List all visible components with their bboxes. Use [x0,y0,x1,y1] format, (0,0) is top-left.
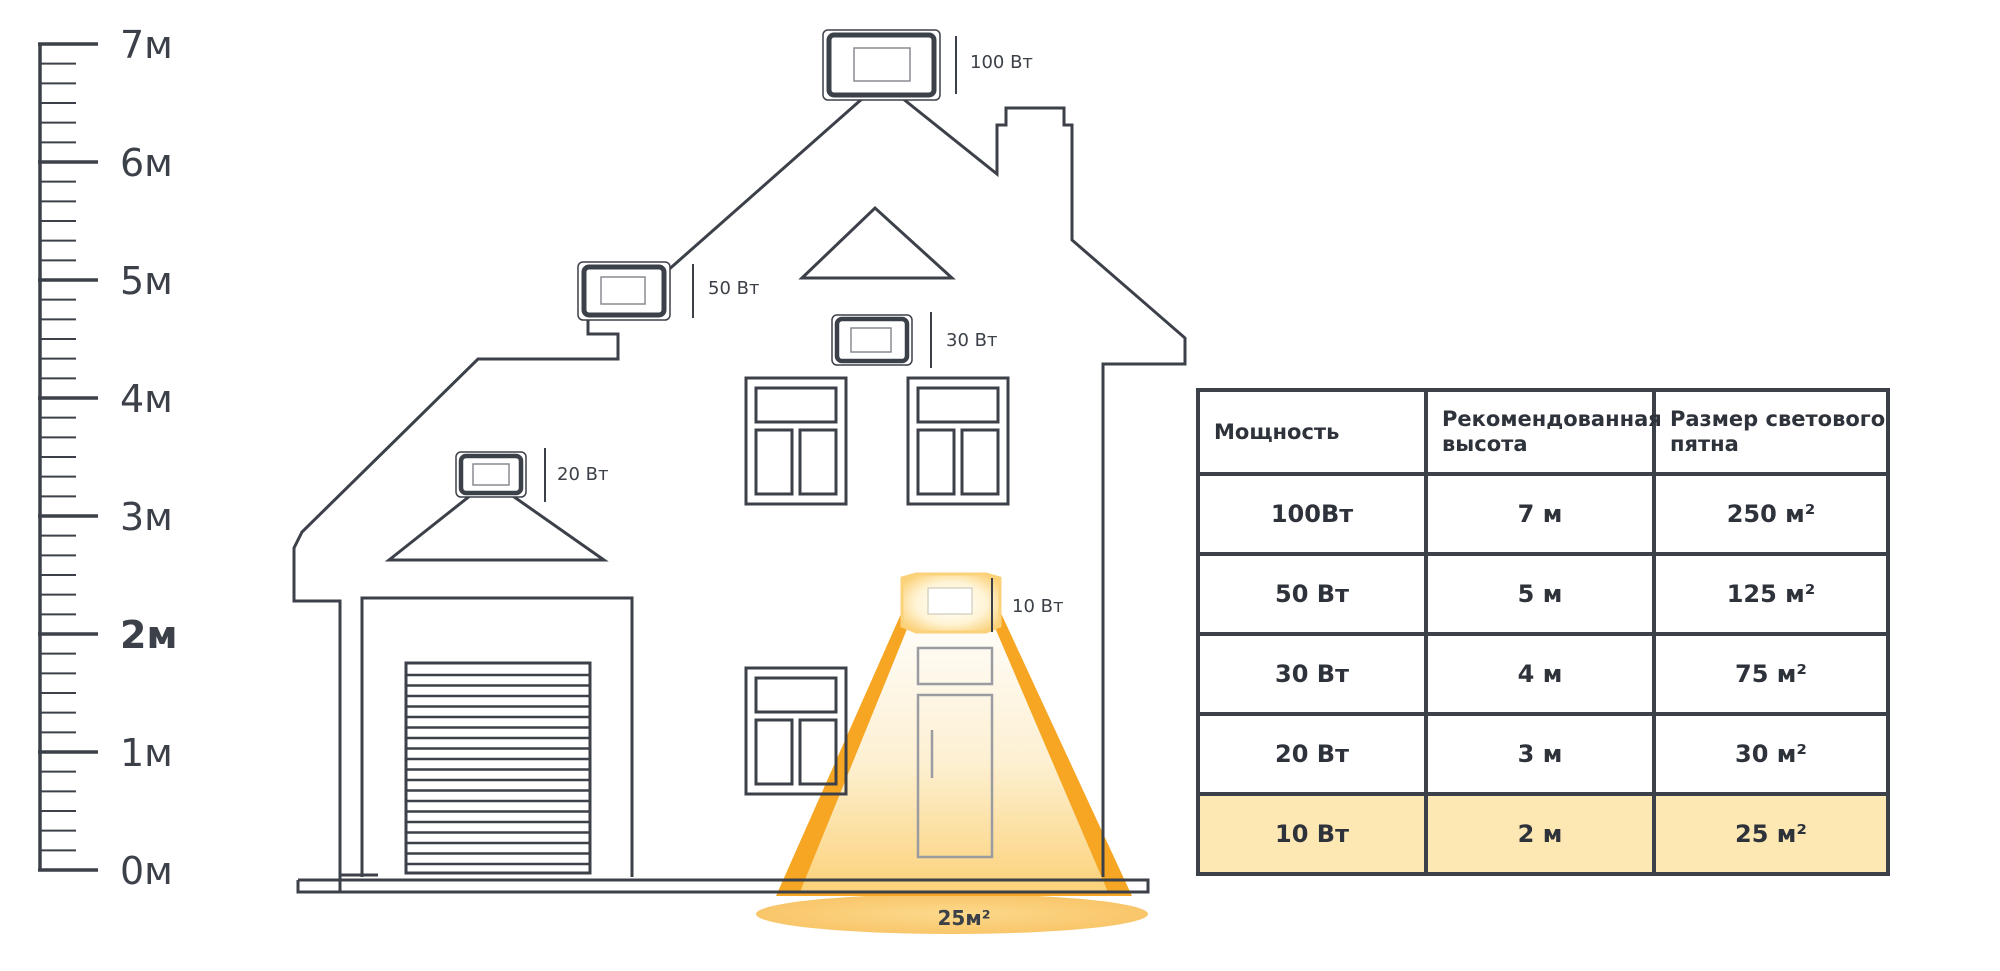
scale-label: 0м [120,849,173,893]
table-row: 20 Вт 3 м 30 м² [1196,712,1890,796]
lamp-label-100w: 100 Вт [970,52,1033,73]
roof-right-chimney [901,96,1187,877]
cell-area: 125 м² [1652,552,1890,636]
ground-line [296,878,1150,894]
scale-label: 2м [120,613,178,657]
height-scale: 7м 6м 5м 4м 3м 2м 1м 0м [38,23,178,893]
entrance-door [916,646,994,859]
scale-label: 5м [120,259,173,303]
table-row: 30 Вт 4 м 75 м² [1196,632,1890,716]
scale-label: 6м [120,141,173,185]
light-beam [756,598,1148,934]
scale-label: 3м [120,495,173,539]
scale-label: 7м [120,23,173,67]
scale-label: 1м [120,731,173,775]
roof-left [665,96,864,274]
house [292,96,1187,894]
beam-inner [800,602,1108,892]
floodlight-20w-icon: 20 Вт [455,448,608,502]
floodlight-30w-icon: 30 Вт [831,312,997,368]
garage-door-slats [406,673,590,866]
table-row-highlighted: 10 Вт 2 м 25 м² [1196,792,1890,876]
lamp-label-20w: 20 Вт [557,464,608,485]
light-spot-label: 25м² [938,906,991,930]
lamp-label-30w: 30 Вт [946,330,997,351]
floodlights: 100 Вт 50 Вт 30 Вт 20 Вт [455,29,1063,634]
garage-roof-triangle [384,478,609,562]
garage-frame [360,596,634,877]
attic-triangle [798,205,956,280]
cell-height: 3 м [1424,712,1656,796]
garage-door [404,661,592,875]
table-header-row: Мощность Рекомендованная высота Размер с… [1196,388,1890,476]
table-row: 50 Вт 5 м 125 м² [1196,552,1890,636]
cell-power: 20 Вт [1196,712,1428,796]
window-upper-left [744,376,848,506]
scale-label: 4м [120,377,173,421]
cell-height: 2 м [1424,792,1656,876]
light-spot [756,894,1148,934]
cell-area: 25 м² [1652,792,1890,876]
house-main-outline [292,310,666,877]
window-upper-right [906,376,1010,506]
cell-power: 30 Вт [1196,632,1428,716]
cell-power: 100Вт [1196,472,1428,556]
header-height: Рекомендованная высота [1424,388,1662,476]
lamp-label-10w: 10 Вт [1012,596,1063,617]
header-power: Мощность [1196,388,1428,476]
cell-power: 10 Вт [1196,792,1428,876]
floodlight-50w-icon: 50 Вт [577,261,759,321]
header-spot-size: Размер светового пятна [1652,388,1890,476]
cell-height: 4 м [1424,632,1656,716]
window-lower-left [744,666,848,796]
lamp-label-50w: 50 Вт [708,278,759,299]
table-row: 100Вт 7 м 250 м² [1196,472,1890,556]
cell-height: 7 м [1424,472,1656,556]
power-height-table: Мощность Рекомендованная высота Размер с… [1196,388,1890,876]
cell-power: 50 Вт [1196,552,1428,636]
cell-area: 250 м² [1652,472,1890,556]
cell-height: 5 м [1424,552,1656,636]
cell-area: 30 м² [1652,712,1890,796]
floodlight-10w-icon: 10 Вт [900,572,1063,634]
cell-area: 75 м² [1652,632,1890,716]
floodlight-100w-icon: 100 Вт [822,29,1033,101]
